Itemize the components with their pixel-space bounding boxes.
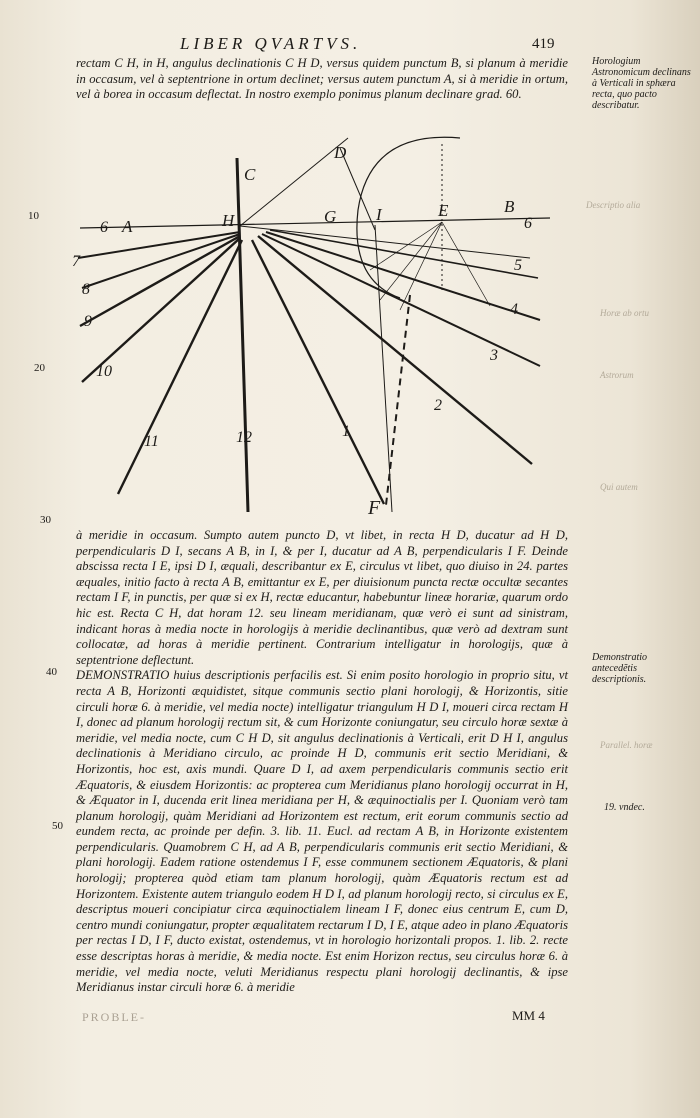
hour-label-7: 7	[72, 253, 81, 270]
hour-label-6-right: 6	[524, 215, 532, 232]
bleed-note: Horæ ab ortu	[600, 308, 650, 318]
label-B: B	[504, 197, 515, 216]
hour-label-10: 10	[96, 363, 112, 380]
label-F: F	[367, 497, 381, 519]
ray	[379, 221, 443, 301]
label-H: H	[221, 211, 236, 230]
paragraph-1-text: rectam C H, in H, angulus declinationis …	[76, 56, 568, 102]
line-number: 20	[34, 362, 45, 374]
hour-label-8: 8	[82, 281, 90, 298]
label-A: A	[121, 217, 133, 236]
label-I: I	[375, 205, 383, 224]
hour-line-4	[265, 231, 541, 321]
bleed-note: Descriptio alia	[586, 200, 641, 210]
line-hd	[239, 137, 349, 227]
paragraph-1: rectam C H, in H, angulus declinationis …	[76, 56, 568, 103]
line-ab	[79, 217, 551, 229]
line-number: 10	[28, 210, 39, 222]
paragraph-2-text: à meridie in occasum. Sumpto autem punct…	[76, 528, 568, 667]
line-number: 40	[46, 666, 57, 678]
label-E: E	[437, 201, 449, 220]
hour-label-12: 12	[236, 429, 252, 446]
construction-arc	[356, 136, 461, 299]
line-12	[235, 157, 250, 513]
hour-line-7	[77, 231, 241, 259]
signature-mark: MM 4	[512, 1008, 545, 1023]
hour-label-11: 11	[144, 433, 159, 450]
hour-label-6-left: 6	[100, 219, 108, 236]
hour-label-3: 3	[489, 347, 498, 364]
hour-line-1	[250, 239, 386, 505]
margin-note-3: 19. vndec.	[604, 802, 645, 813]
hour-line-2	[257, 235, 533, 465]
bleed-note: Qui autem	[600, 482, 638, 492]
bleed-note: Astrorum	[600, 370, 634, 380]
hour-label-1: 1	[342, 423, 350, 440]
label-C: C	[244, 165, 256, 184]
margin-note-2: Demonstratio antecedẽtis descriptionis.	[592, 652, 647, 685]
line-h-right	[239, 225, 531, 259]
label-D: D	[333, 143, 347, 162]
sundial-diagram: A B C D E F G H I 6 7 8 9 10 11 12 1 2 3…	[72, 136, 551, 519]
paragraph-3-text: DEMONSTRATIO huius descriptionis perfaci…	[76, 668, 568, 995]
running-head: LIBER QVARTVS.	[180, 34, 362, 53]
hour-line-10	[81, 237, 241, 383]
margin-note-1: Horologium Astronomicum declinans à Vert…	[592, 56, 691, 111]
ray	[369, 221, 443, 271]
line-if	[374, 224, 393, 513]
paragraph-2: à meridie in occasum. Sumpto autem punct…	[76, 528, 568, 996]
hour-label-2: 2	[434, 397, 442, 414]
line-number: 30	[40, 514, 51, 526]
label-G: G	[324, 207, 336, 226]
hour-line-3	[261, 233, 541, 367]
bleed-note: Parallel. horæ	[600, 740, 653, 750]
hour-label-5: 5	[514, 257, 522, 274]
line-di	[339, 147, 376, 231]
ray	[441, 221, 491, 307]
ray	[399, 221, 443, 311]
page-number: 419	[532, 36, 555, 52]
hour-label-9: 9	[84, 313, 92, 330]
hour-line-9	[79, 234, 241, 328]
hour-line-5	[269, 229, 539, 279]
hour-line-8	[81, 233, 241, 289]
bleed-catchword: PROBLE-	[82, 1010, 147, 1024]
line-number: 50	[52, 820, 63, 832]
hour-line-11	[116, 239, 244, 495]
hour-label-4: 4	[510, 301, 518, 318]
